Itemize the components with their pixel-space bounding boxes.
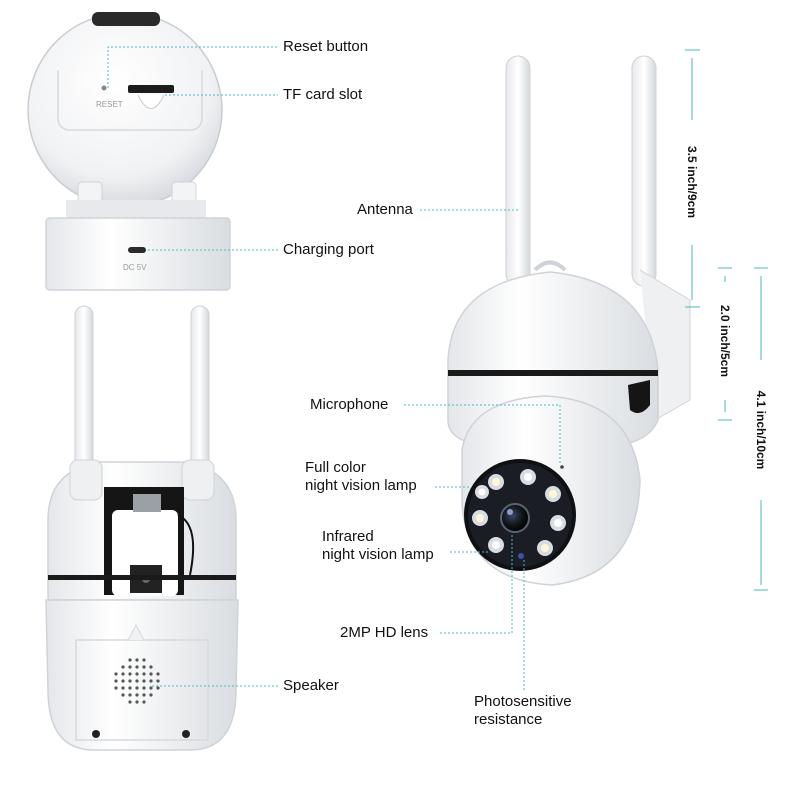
speaker-grille <box>114 658 160 704</box>
dc-marking: DC 5V <box>123 263 147 272</box>
infrared-lamp-label-line2: night vision lamp <box>322 546 434 563</box>
microphone-label: Microphone <box>310 396 389 413</box>
dimension-lines <box>685 49 768 591</box>
body-height-dimension: 4.1 inch/10cm <box>754 390 768 470</box>
photosensitive-sensor <box>518 553 524 559</box>
reset-button-label: Reset button <box>283 38 369 55</box>
full-color-lamp-label-line1: Full color <box>305 459 366 476</box>
neck-height-dimension: 2.0 inch/5cm <box>718 304 732 378</box>
reset-button <box>101 85 107 91</box>
lens-label: 2MP HD lens <box>340 624 429 641</box>
rear-view-camera <box>45 305 239 751</box>
reset-marking: RESET <box>96 100 123 109</box>
full-color-lamp-label-line2: night vision lamp <box>305 477 417 494</box>
antenna-label: Antenna <box>357 201 413 218</box>
hd-lens <box>500 503 530 533</box>
photosensitive-label-line2: resistance <box>474 711 543 728</box>
photosensitive-label-line1: Photosensitive <box>474 693 572 710</box>
tf-card-slot <box>128 85 174 93</box>
led-ring <box>472 469 566 556</box>
back-view-dome: RESET DC 5V <box>27 12 231 291</box>
speaker-label: Speaker <box>283 677 339 694</box>
front-view-camera <box>447 55 691 586</box>
microphone-hole <box>560 465 564 469</box>
leader-lines <box>107 46 561 690</box>
infrared-lamp-label-line1: Infrared <box>322 528 374 545</box>
antenna-height-dimension: 3.5 inch/9cm <box>685 145 699 219</box>
tf-card-slot-label: TF card slot <box>283 86 363 103</box>
charging-port-label: Charging port <box>283 241 374 258</box>
charging-port <box>128 247 146 253</box>
